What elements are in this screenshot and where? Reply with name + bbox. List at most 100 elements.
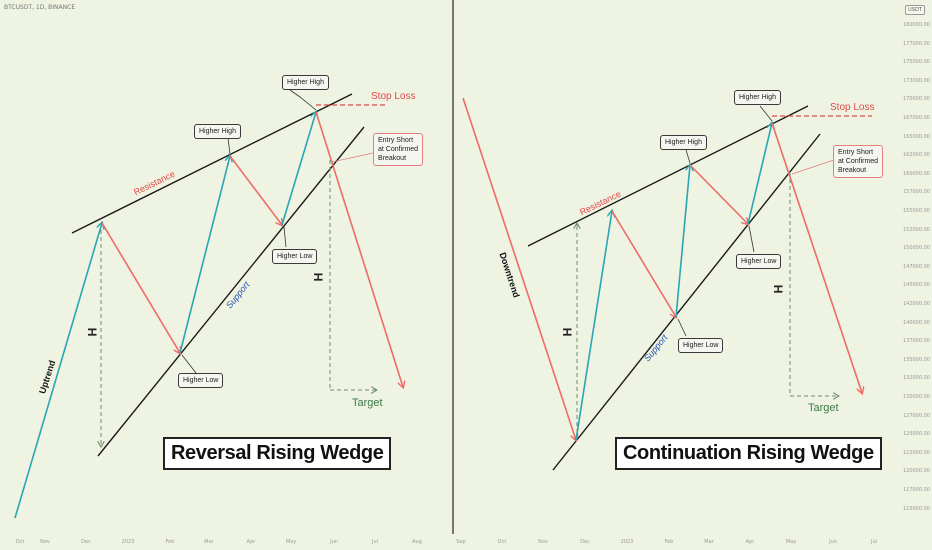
down-leg-1 bbox=[611, 210, 676, 317]
price-tick: 162000.00 bbox=[902, 152, 930, 159]
entry-line-3: Breakout bbox=[838, 167, 867, 174]
uptrend-leg bbox=[14, 223, 102, 519]
resistance-line bbox=[71, 93, 353, 234]
higher-low-callout-1: Higher Low bbox=[678, 338, 724, 353]
higher-high-1-pointer bbox=[685, 149, 691, 164]
month-tick: Mar bbox=[204, 539, 214, 545]
price-tick: 130000.00 bbox=[902, 394, 930, 400]
month-tick: May bbox=[285, 539, 297, 545]
month-tick: Apr bbox=[246, 539, 256, 545]
month-tick: Jun bbox=[829, 539, 837, 545]
month-tick: Feb bbox=[664, 539, 674, 545]
right-wedge bbox=[462, 97, 872, 471]
stop-loss-label: Stop Loss bbox=[830, 102, 875, 113]
price-tick: 127000.00 bbox=[902, 412, 930, 419]
height-label-2: H bbox=[771, 284, 786, 294]
price-tick: 122000.00 bbox=[902, 449, 930, 456]
left-title: Reversal Rising Wedge bbox=[163, 437, 392, 470]
higher-low-1-pointer bbox=[181, 354, 197, 374]
month-tick: Apr bbox=[745, 539, 755, 545]
price-tick: 167000.00 bbox=[902, 115, 930, 121]
breakdown-leg bbox=[315, 111, 403, 387]
height-label: H bbox=[85, 327, 100, 337]
breakdown-leg bbox=[771, 122, 862, 393]
up-leg-3 bbox=[281, 112, 316, 226]
entry-line-2: at Confirmed bbox=[378, 146, 419, 153]
higher-low-callout-2: Higher Low bbox=[272, 249, 318, 264]
month-tick: Sep bbox=[456, 539, 466, 545]
month-tick: Jul bbox=[870, 539, 878, 545]
target-label: Target bbox=[352, 397, 383, 409]
height-label-2: H bbox=[311, 272, 326, 282]
higher-low-callout-2: Higher Low bbox=[736, 254, 782, 269]
higher-high-1-pointer bbox=[202, 137, 231, 155]
month-tick: Feb bbox=[165, 539, 175, 545]
higher-high-callout-1: Higher High bbox=[660, 135, 707, 150]
up-leg-1 bbox=[575, 211, 612, 441]
price-tick: 140000.00 bbox=[902, 319, 930, 326]
price-tick: 135000.00 bbox=[902, 356, 930, 363]
resistance-line bbox=[527, 105, 809, 247]
entry-line-2: at Confirmed bbox=[838, 158, 879, 165]
price-tick: 142000.00 bbox=[902, 301, 930, 307]
entry-line-1: Entry Short bbox=[378, 137, 414, 144]
entry-callout: Entry Short at Confirmed Breakout bbox=[373, 133, 424, 166]
price-tick: 115000.00 bbox=[902, 505, 930, 512]
price-tick: 173000.00 bbox=[902, 77, 930, 84]
price-tick: 165000.00 bbox=[902, 133, 930, 140]
month-tick: May bbox=[785, 539, 797, 545]
month-tick: Oct bbox=[497, 539, 507, 545]
month-tick: Jun bbox=[330, 539, 338, 545]
higher-low-2-pointer bbox=[748, 225, 755, 253]
entry-line-1: Entry Short bbox=[838, 149, 874, 156]
target-label: Target bbox=[808, 402, 839, 414]
currency-badge[interactable]: USDT bbox=[905, 5, 925, 15]
month-tick: 2023 bbox=[121, 539, 135, 545]
price-tick: 175000.00 bbox=[902, 59, 930, 66]
height-label: H bbox=[560, 327, 575, 337]
right-title: Continuation Rising Wedge bbox=[615, 437, 882, 470]
higher-low-1-pointer bbox=[677, 318, 687, 337]
down-leg-2 bbox=[229, 155, 282, 225]
price-tick: 150000.00 bbox=[902, 245, 930, 252]
month-tick: Mar bbox=[704, 539, 714, 545]
left-wedge bbox=[14, 89, 403, 519]
entry-line-3: Breakout bbox=[378, 155, 407, 162]
price-tick: 180000.00 bbox=[902, 22, 930, 28]
higher-high-callout-2: Higher High bbox=[734, 90, 781, 105]
month-tick: Jul bbox=[371, 539, 379, 545]
support-line bbox=[552, 133, 821, 471]
price-tick: 137000.00 bbox=[902, 338, 930, 345]
up-leg-3 bbox=[747, 123, 772, 225]
month-tick: Nov bbox=[40, 539, 50, 545]
month-tick: 2023 bbox=[620, 539, 634, 545]
month-tick: Aug bbox=[412, 539, 422, 545]
higher-high-2-pointer bbox=[289, 89, 317, 111]
symbol-header: BTCUSDT, 1D, BINANCE bbox=[4, 4, 76, 11]
higher-high-callout-2: Higher High bbox=[282, 75, 329, 90]
up-leg-2 bbox=[675, 165, 690, 318]
up-leg-2 bbox=[179, 156, 230, 354]
price-tick: 117000.00 bbox=[902, 487, 930, 493]
down-leg-2 bbox=[689, 164, 748, 224]
price-tick: 147000.00 bbox=[902, 263, 930, 270]
higher-low-2-pointer bbox=[283, 226, 287, 248]
month-tick: Oct bbox=[15, 539, 25, 545]
price-tick: 155000.00 bbox=[902, 208, 930, 214]
downtrend-leg bbox=[462, 97, 576, 440]
price-tick: 132000.00 bbox=[902, 375, 930, 382]
price-tick: 157000.00 bbox=[902, 189, 930, 196]
price-tick: 160000.00 bbox=[902, 170, 930, 177]
stop-loss-label: Stop Loss bbox=[371, 91, 416, 102]
price-tick: 177000.00 bbox=[902, 40, 930, 47]
higher-low-callout-1: Higher Low bbox=[178, 373, 224, 388]
entry-pointer bbox=[791, 159, 835, 175]
support-line bbox=[97, 126, 365, 457]
down-leg-1 bbox=[101, 222, 180, 353]
price-tick: 152000.00 bbox=[902, 226, 930, 233]
month-tick: Nov bbox=[538, 539, 548, 545]
higher-high-callout-1: Higher High bbox=[194, 124, 241, 139]
